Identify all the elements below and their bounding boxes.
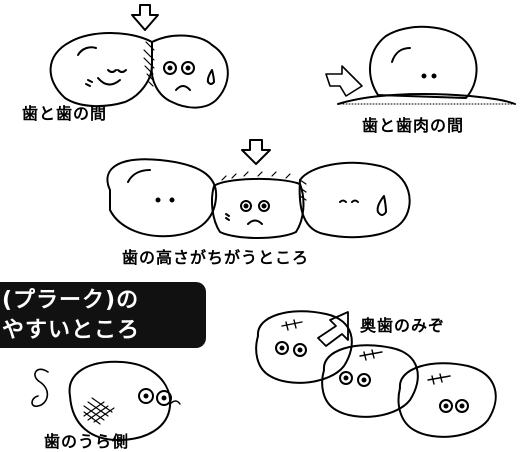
banner-line-1: (プラーク)の — [2, 288, 140, 313]
tooth-on-gum — [369, 25, 478, 99]
label-molar-grooves: 奥歯のみぞ — [360, 316, 446, 335]
diagonal-arrow-icon — [325, 65, 363, 97]
label-between-teeth: 歯と歯の間 — [22, 104, 108, 123]
between-teeth-drawing — [49, 4, 229, 109]
banner-line-2: やすいところ — [2, 318, 141, 343]
label-teeth-gum-boundary: 歯と歯肉の間 — [362, 116, 465, 135]
sad-tooth — [150, 34, 229, 109]
back-of-teeth-drawing — [31, 360, 181, 441]
label-uneven-height: 歯の高さがちがうところ — [122, 248, 310, 267]
plaque-banner: (プラーク)の やすいところ — [0, 282, 206, 348]
arrow-icon — [317, 311, 349, 347]
gum-line — [337, 93, 516, 105]
smiling-tooth — [49, 32, 153, 108]
label-back-of-teeth: 歯のうら側 — [44, 432, 130, 451]
teeth-gum-drawing — [325, 25, 516, 105]
down-arrow-icon — [131, 4, 159, 31]
molar-grooves-drawing — [255, 310, 497, 438]
down-arrow-icon — [241, 139, 271, 165]
uneven-height-drawing — [106, 139, 411, 239]
